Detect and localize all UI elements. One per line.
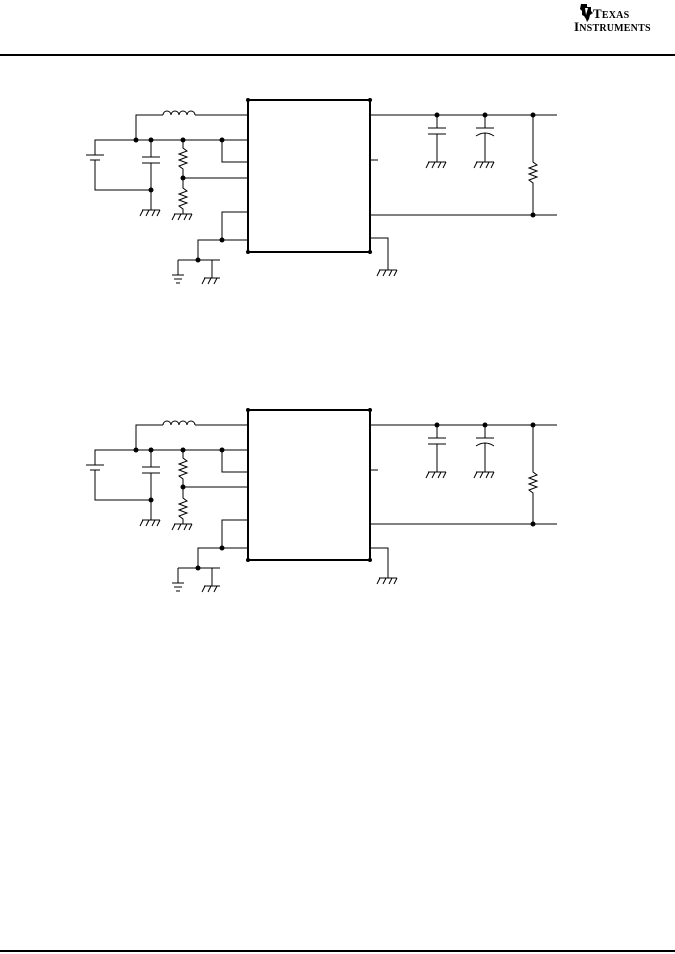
inductor bbox=[162, 420, 196, 426]
logo-line2-rest: NSTRUMENTS bbox=[579, 23, 651, 34]
footer-rule bbox=[0, 950, 675, 952]
page-header: TEXAS INSTRUMENTS bbox=[0, 0, 675, 56]
ic-block bbox=[247, 99, 371, 253]
logo-line1-initial: T bbox=[593, 6, 602, 21]
inductor bbox=[162, 110, 196, 116]
circuit-schematic-icon bbox=[86, 408, 557, 593]
logo-line2-initial: I bbox=[574, 19, 580, 34]
ic-block bbox=[247, 409, 371, 561]
texas-instruments-emblem-icon bbox=[580, 4, 593, 22]
texas-instruments-logo: TEXAS INSTRUMENTS bbox=[574, 2, 674, 36]
logo-line2: INSTRUMENTS bbox=[574, 19, 651, 34]
circuit-schematic-icon bbox=[86, 98, 557, 285]
header-rule bbox=[0, 54, 675, 56]
circuit-schematic-2 bbox=[0, 400, 675, 600]
circuit-schematic-1 bbox=[0, 90, 675, 290]
texas-instruments-wordmark: TEXAS INSTRUMENTS bbox=[574, 6, 651, 34]
logo-line1-rest: EXAS bbox=[601, 10, 630, 21]
